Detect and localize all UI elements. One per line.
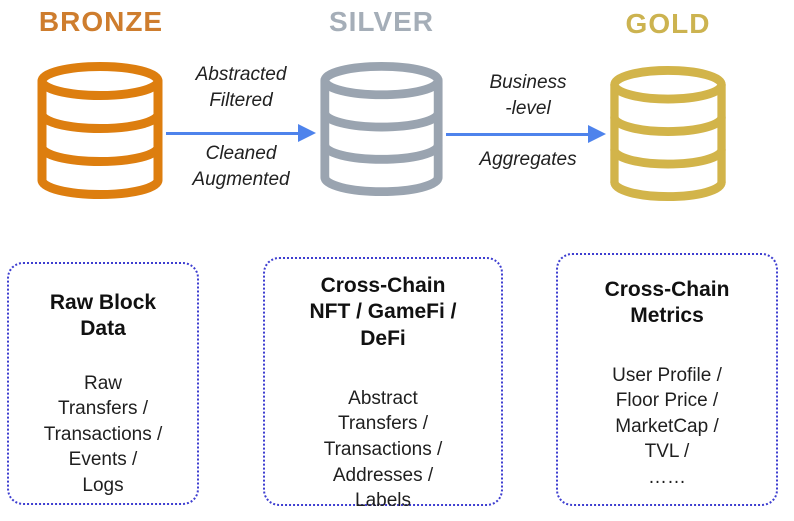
database-icon-gold xyxy=(608,66,728,202)
arrow-head-icon xyxy=(298,124,316,142)
arrow1-label-bottom: Cleaned Augmented xyxy=(192,143,290,190)
gold-layer-box: Cross-Chain Metrics User Profile / Floor… xyxy=(556,253,778,506)
box-title: Cross-Chain NFT / GameFi / DeFi xyxy=(309,274,457,350)
database-icon-bronze xyxy=(35,62,165,200)
arrow2-label-bottom: Aggregates xyxy=(479,149,577,170)
box-body: Raw Transfers / Transactions / Events / … xyxy=(43,372,163,497)
arrow-line xyxy=(446,132,588,136)
tier-title-bronze: BRONZE xyxy=(38,6,164,37)
box-title: Raw Block Data xyxy=(49,291,157,341)
tier-title-gold: GOLD xyxy=(625,8,711,39)
arrow-line xyxy=(166,131,298,135)
silver-layer-box: Cross-Chain NFT / GameFi / DeFi Abstract… xyxy=(263,257,503,511)
arrow2-label-top: Business -level xyxy=(489,72,567,119)
flow-arrow-bronze-to-silver xyxy=(166,123,316,143)
box-body: User Profile / Floor Price / MarketCap /… xyxy=(612,364,722,489)
arrow1-label-top: Abstracted Filtered xyxy=(195,64,287,111)
bronze-layer-box: Raw Block Data Raw Transfers / Transacti… xyxy=(7,262,199,505)
arrow-head-icon xyxy=(588,125,606,143)
database-icon-silver xyxy=(318,62,445,197)
flow-arrow-silver-to-gold xyxy=(446,124,606,144)
tier-title-silver: SILVER xyxy=(328,6,435,37)
box-body: Abstract Transfers / Transactions / Addr… xyxy=(323,387,443,512)
box-title: Cross-Chain Metrics xyxy=(604,278,730,328)
